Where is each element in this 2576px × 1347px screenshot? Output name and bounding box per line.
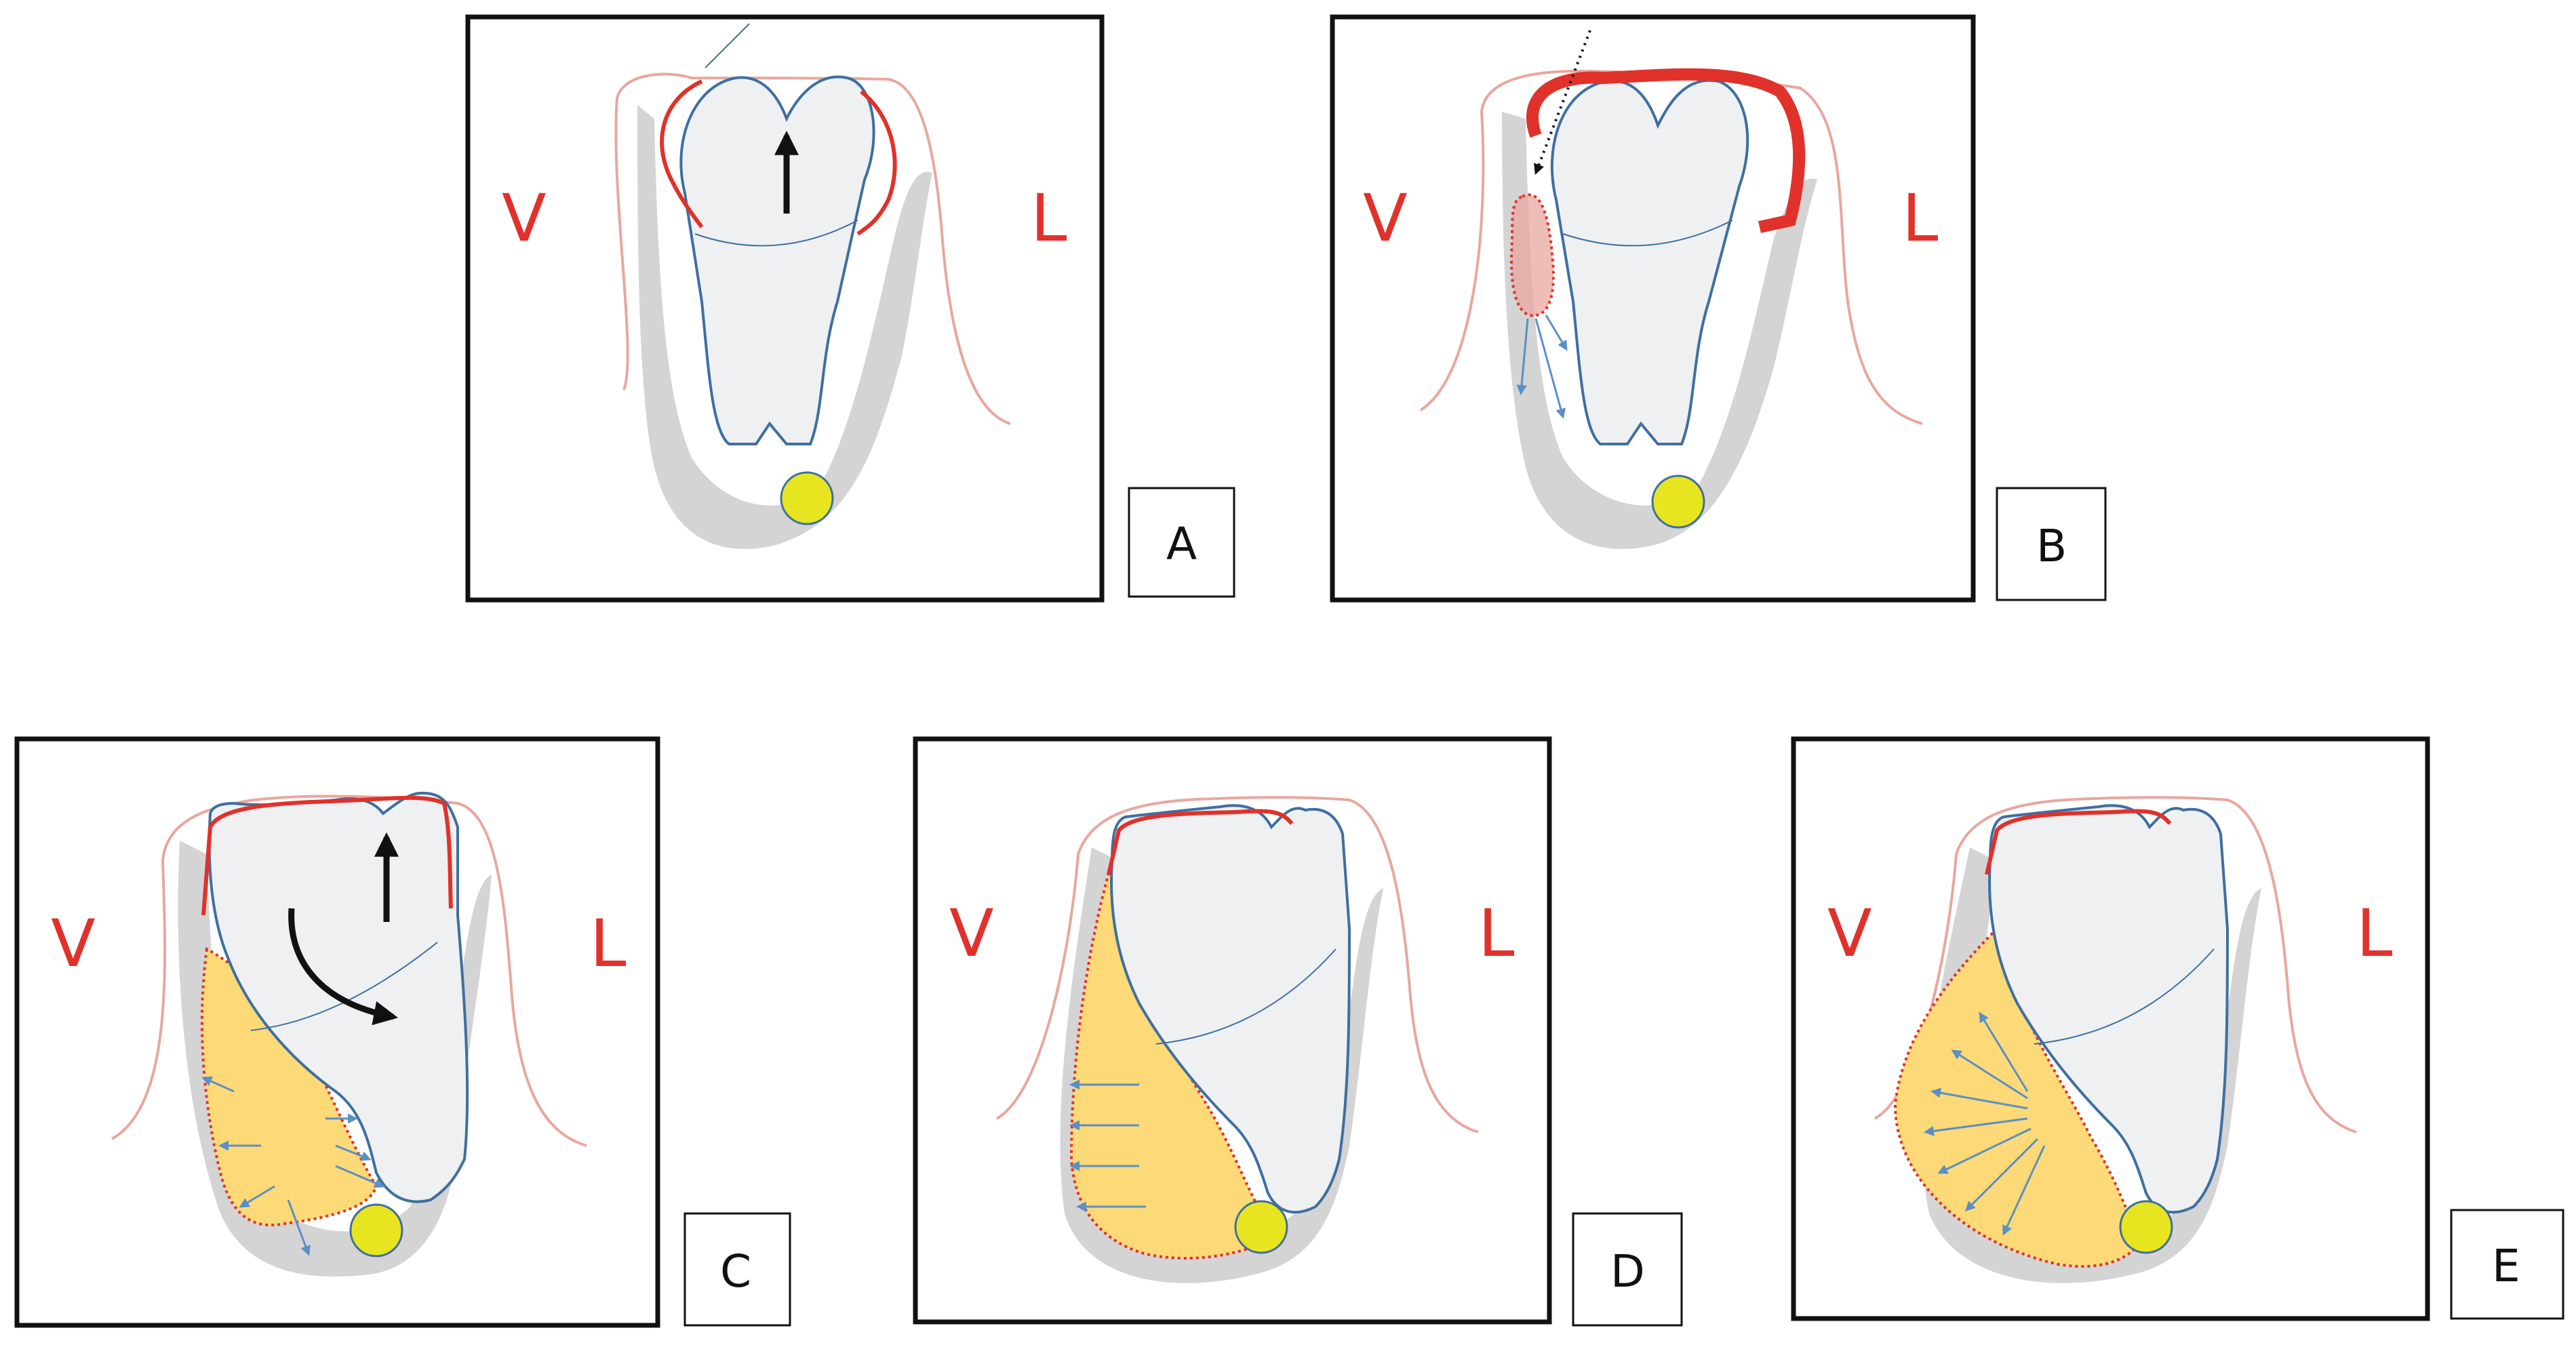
panel-a-letter-box: A — [1128, 487, 1235, 598]
panel-d-letter-box: D — [1572, 1212, 1683, 1327]
panel-b-letter: B — [2036, 520, 2067, 572]
panel-b: V L — [1330, 14, 1976, 603]
panel-b-left-label: V — [1363, 180, 1408, 256]
panel-b-right-label: L — [1902, 180, 1938, 256]
panel-a: V L — [465, 14, 1105, 603]
panel-a-letter: A — [1166, 518, 1197, 570]
panel-a-left-label: V — [502, 180, 547, 256]
panel-e-left-label: V — [1827, 896, 1872, 971]
panel-e: V L — [1791, 736, 2430, 1321]
panel-c-letter: C — [720, 1245, 751, 1298]
panel-e-letter: E — [2492, 1240, 2520, 1292]
panel-a-right-label: L — [1031, 180, 1067, 256]
panel-b-letter-box: B — [1996, 487, 2107, 601]
panel-e-right-label: L — [2356, 896, 2392, 971]
panel-e-letter-box: E — [2450, 1209, 2564, 1320]
panel-d-right-label: L — [1478, 896, 1514, 971]
panel-d-letter: D — [1610, 1245, 1645, 1298]
panel-c-left-label: V — [51, 906, 96, 982]
panel-d-left-label: V — [949, 896, 994, 971]
panel-c-right-label: L — [590, 906, 626, 982]
panel-c: V L — [14, 736, 660, 1328]
panel-d: V L — [913, 736, 1552, 1325]
panel-c-letter-box: C — [683, 1212, 791, 1327]
